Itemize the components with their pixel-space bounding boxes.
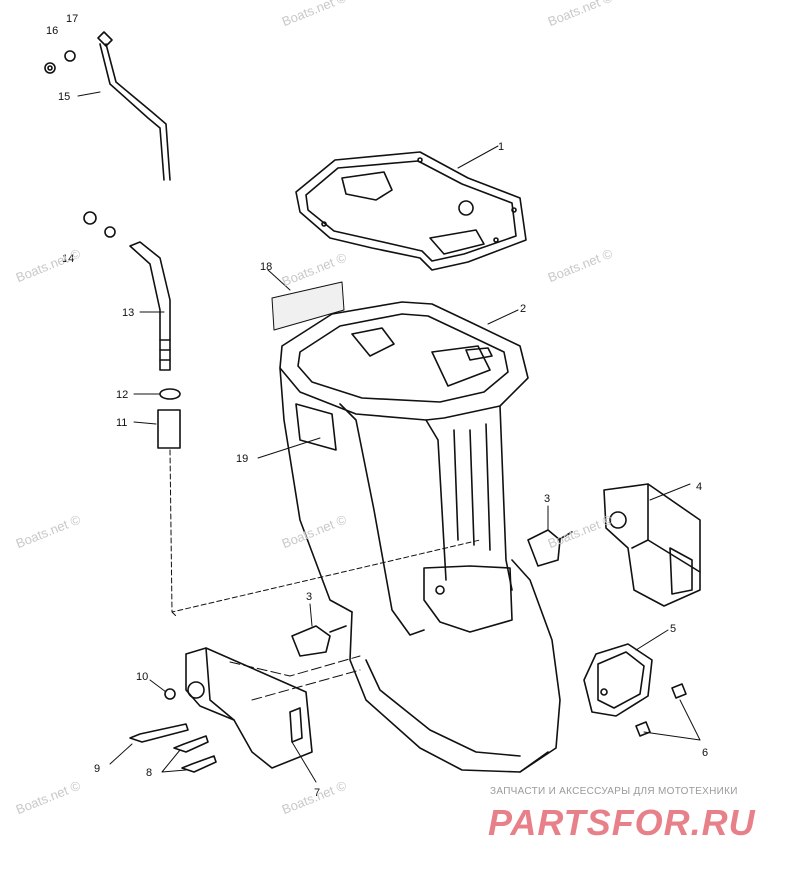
banner-tagline: ЗАПЧАСТИ И АКСЕССУАРЫ ДЛЯ МОТОТЕХНИКИ — [490, 786, 738, 797]
callout-13: 13 — [122, 307, 134, 319]
callout-2: 2 — [520, 303, 526, 315]
mount-bracket-lower-part — [185, 647, 361, 769]
callout-17: 17 — [66, 13, 78, 25]
driveshaft-housing-part — [279, 301, 561, 773]
callout-15: 15 — [58, 91, 70, 103]
callout-10: 10 — [136, 671, 148, 683]
callout-12: 12 — [116, 389, 128, 401]
callout-18: 18 — [260, 261, 272, 273]
callout-3b: 3 — [306, 591, 312, 603]
mount-bracket-upper-part — [603, 483, 701, 607]
bolt-parts-6 — [635, 683, 687, 737]
callout-6: 6 — [702, 747, 708, 759]
fastener-parts — [129, 688, 217, 773]
callout-8: 8 — [146, 767, 152, 779]
decal-part — [271, 281, 345, 331]
callout-11: 11 — [116, 417, 127, 429]
callout-9: 9 — [94, 763, 100, 775]
banner-logo: PARTSFOR.RU — [488, 802, 756, 843]
spacer-parts — [157, 388, 481, 617]
gasket-part — [295, 151, 527, 271]
rubber-mount-parts — [291, 529, 573, 657]
cover-plate-part — [583, 643, 653, 717]
callout-14: 14 — [62, 253, 74, 265]
callout-19: 19 — [236, 453, 248, 465]
callout-1: 1 — [498, 141, 504, 153]
callout-5: 5 — [670, 623, 676, 635]
callout-3a: 3 — [544, 493, 550, 505]
leader-lines — [77, 91, 701, 783]
callout-7: 7 — [314, 787, 320, 799]
rod-upper-part — [44, 31, 171, 181]
rod-lower-part — [83, 211, 171, 371]
callout-16: 16 — [46, 25, 58, 37]
callout-4: 4 — [696, 481, 702, 493]
callout-labels: 1 2 3 3 4 5 6 7 8 9 10 11 12 13 14 15 16… — [46, 13, 708, 799]
